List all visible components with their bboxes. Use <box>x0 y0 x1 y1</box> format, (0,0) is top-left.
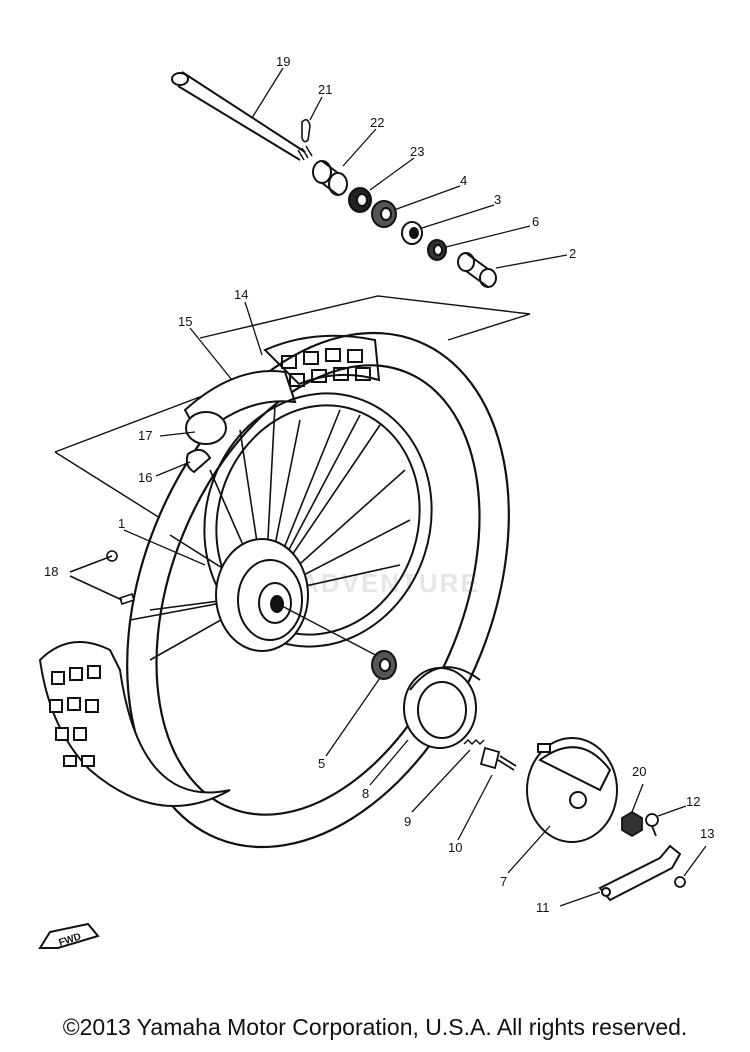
callout-19: 19 <box>276 54 290 69</box>
callout-1: 1 <box>118 516 125 531</box>
brake-camshaft <box>479 746 517 771</box>
callout-3: 3 <box>494 192 501 207</box>
callout-8: 8 <box>362 786 369 801</box>
callout-labels: 19 21 22 23 4 3 6 2 14 15 17 16 1 18 5 8… <box>44 54 714 915</box>
fwd-arrow-icon: FWD <box>38 922 100 949</box>
watermark: ADVENTURE <box>300 568 480 598</box>
inner-tube <box>183 370 297 474</box>
cotter-pin <box>301 118 311 143</box>
axle-assembly <box>171 71 497 288</box>
tire-tread-top <box>263 334 381 387</box>
shoe-spring <box>463 738 485 746</box>
callout-20: 20 <box>632 764 646 779</box>
dust-seal <box>427 239 447 261</box>
plate-nut <box>621 810 643 838</box>
bearing <box>371 200 397 228</box>
callout-21: 21 <box>318 82 332 97</box>
reference-lines <box>54 295 531 519</box>
callout-23: 23 <box>410 144 424 159</box>
callout-12: 12 <box>686 794 700 809</box>
callout-11: 11 <box>536 900 550 915</box>
callout-22: 22 <box>370 115 384 130</box>
exploded-parts-diagram: ADVENTURE <box>38 54 714 949</box>
callout-9: 9 <box>404 814 411 829</box>
spacer <box>401 221 423 245</box>
callout-5: 5 <box>318 756 325 771</box>
pinch-bolt <box>674 876 686 888</box>
tire <box>126 331 510 849</box>
brake-shoes <box>403 666 481 749</box>
callout-7: 7 <box>500 874 507 889</box>
callout-10: 10 <box>448 840 462 855</box>
callout-16: 16 <box>138 470 152 485</box>
cam-lever <box>598 844 682 902</box>
copyright-notice: ©2013 Yamaha Motor Corporation, U.S.A. A… <box>62 1014 688 1040</box>
tire-section-lower-left <box>38 641 231 807</box>
callout-6: 6 <box>532 214 539 229</box>
callout-14: 14 <box>234 287 248 302</box>
wheel-hub <box>215 538 386 661</box>
spoke-nipples <box>69 550 136 606</box>
callout-2: 2 <box>569 246 576 261</box>
spacer-collar <box>457 252 497 288</box>
callout-18: 18 <box>44 564 58 579</box>
hub-bearing <box>371 650 397 680</box>
callout-17: 17 <box>138 428 152 443</box>
axle-collar <box>312 160 348 196</box>
oil-seal <box>348 187 372 213</box>
callout-4: 4 <box>460 173 467 188</box>
callout-13: 13 <box>700 826 714 841</box>
leader-lines <box>123 67 707 907</box>
axle-shaft <box>171 71 313 161</box>
callout-15: 15 <box>178 314 192 329</box>
lever-bolt <box>645 813 659 837</box>
brake-plate <box>526 737 618 843</box>
